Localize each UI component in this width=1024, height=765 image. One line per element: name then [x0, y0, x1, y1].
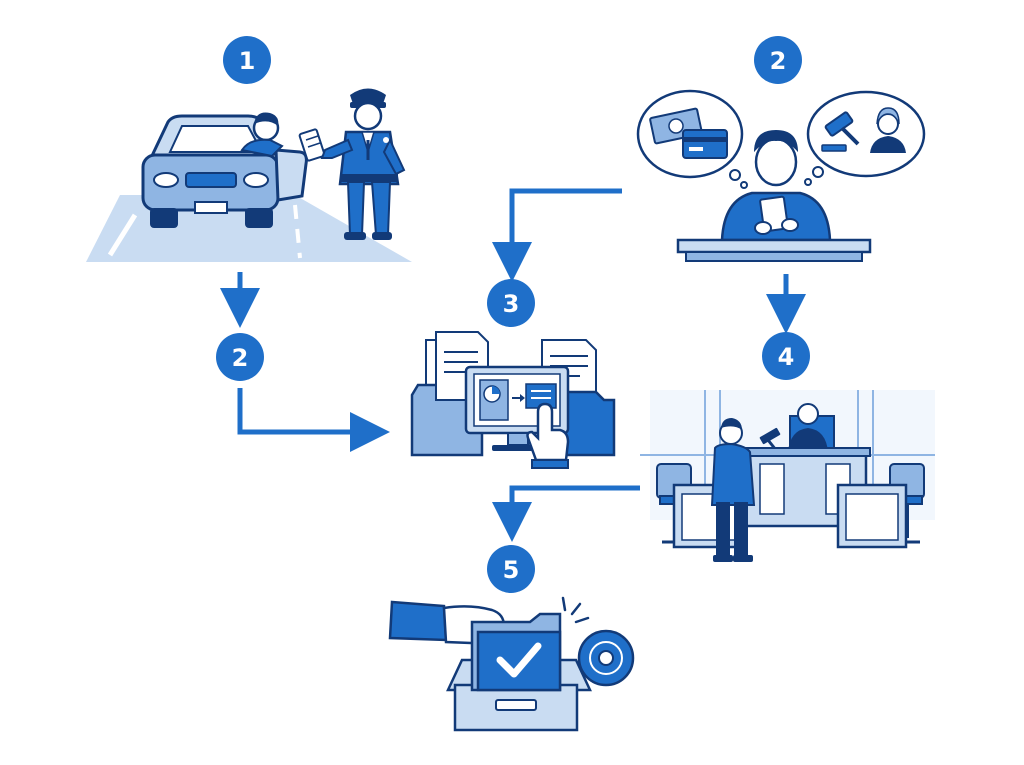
- ticket-icon: [298, 128, 326, 162]
- arrow-right2-to-3: [492, 188, 622, 282]
- step-badge-5: 5: [487, 545, 535, 593]
- svg-text:2: 2: [770, 47, 787, 75]
- step-badge-3: 3: [487, 279, 535, 327]
- svg-text:2: 2: [232, 344, 249, 372]
- desk-icon: [676, 238, 872, 262]
- step-4-court-hearing: [640, 390, 935, 562]
- judge-icon: [870, 107, 906, 153]
- step-2-choose-option: [636, 89, 926, 262]
- svg-text:4: 4: [778, 343, 795, 371]
- step-badge-2-right: 2: [754, 36, 802, 84]
- svg-text:5: 5: [503, 556, 520, 584]
- arrow-4-to-5: [492, 485, 640, 542]
- police-officer-icon: [320, 88, 406, 240]
- svg-text:1: 1: [239, 47, 256, 75]
- courtroom-icon: [640, 390, 935, 562]
- thinking-person-icon: [720, 130, 832, 242]
- arrows: [220, 188, 806, 542]
- credit-card-icon: [682, 129, 728, 159]
- svg-text:3: 3: [503, 290, 520, 318]
- step-badge-2-left: 2: [216, 333, 264, 381]
- checkmark-icon: [496, 642, 542, 678]
- gavel-icon: [821, 111, 860, 152]
- case-closed-icon: [388, 596, 635, 732]
- step-1-traffic-stop: [86, 88, 412, 262]
- hand-pointer-icon: [526, 402, 570, 469]
- step-badge-4: 4: [762, 332, 810, 380]
- arrow-2-to-3: [237, 388, 390, 452]
- step-badge-1: 1: [223, 36, 271, 84]
- payment-thought-bubble: [636, 89, 748, 189]
- disc-icon: [577, 629, 635, 687]
- driver-icon: [240, 112, 284, 158]
- step-5-case-closed: [388, 596, 635, 732]
- court-thought-bubble: [804, 90, 926, 186]
- step-3-online-processing: [410, 331, 616, 469]
